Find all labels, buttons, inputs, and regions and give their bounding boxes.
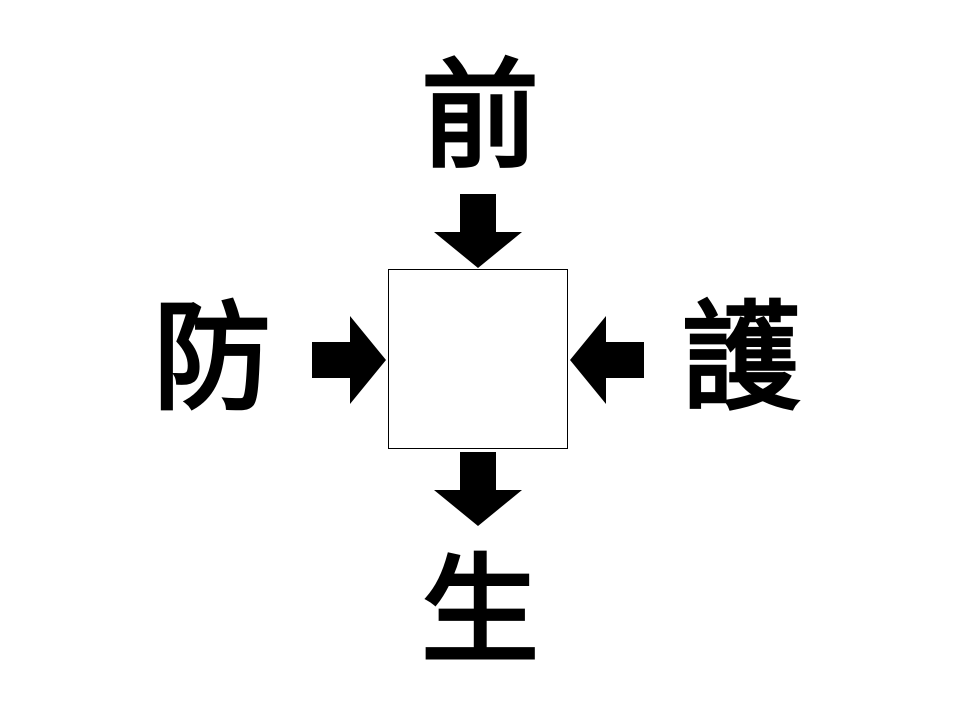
top-kanji: 前: [420, 47, 539, 185]
arrow-left-icon: [570, 316, 644, 404]
arrow-down-icon: [434, 452, 522, 526]
arrow-down-icon: [434, 194, 522, 268]
left-kanji: 防: [152, 289, 271, 427]
arrow-right-icon: [312, 316, 386, 404]
answer-box[interactable]: [388, 269, 568, 449]
right-kanji: 護: [681, 289, 800, 427]
bottom-kanji: 生: [420, 542, 539, 680]
